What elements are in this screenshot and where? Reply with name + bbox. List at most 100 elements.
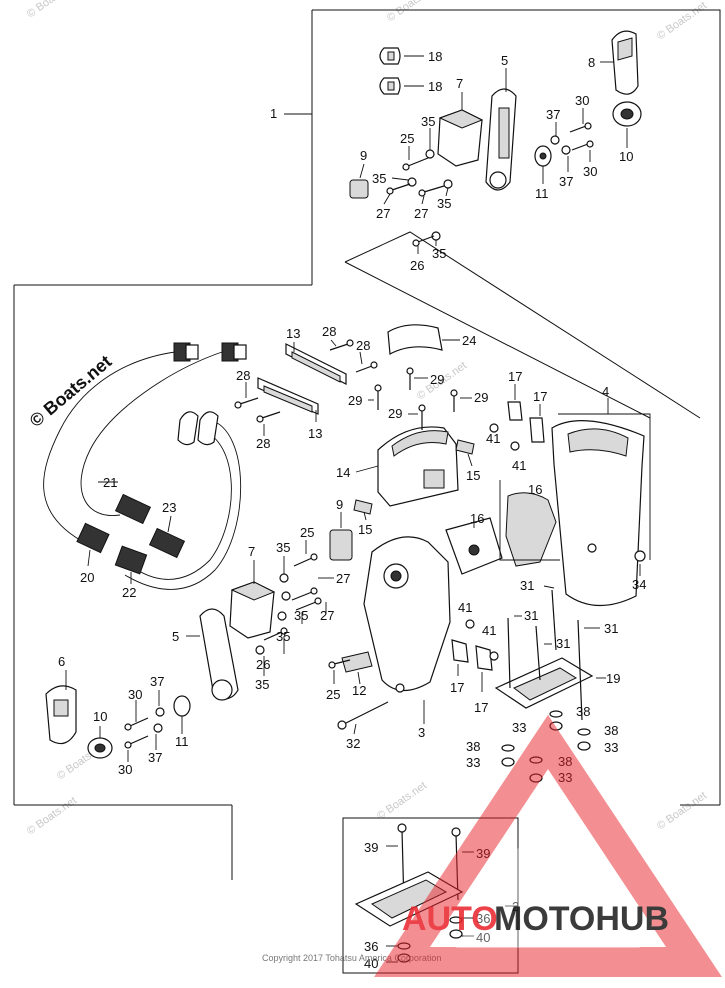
callout-label: 30 [575,93,589,108]
callout-label: 30 [118,762,132,777]
callout-label: 36 [364,939,378,954]
part-20-connector [76,522,110,567]
part-15-clips [353,439,475,521]
part-3-control-body [363,536,451,724]
callout-label: 39 [364,840,378,855]
callout-label: 23 [162,500,176,515]
callout-label: 12 [352,683,366,698]
callout-label: 25 [400,131,414,146]
part-32-bolt [337,701,389,735]
part-12-clip [341,651,373,685]
part-4-cover-right [551,398,651,607]
callout-label: 38 [576,704,590,719]
watermark-text: © Boats.net [375,780,429,823]
callout-label: 30 [128,687,142,702]
callout-label: 31 [604,621,618,636]
callout-label: 10 [93,709,107,724]
callout-label: 16 [528,482,542,497]
callout-label: 26 [256,657,270,672]
callout-label: 31 [524,608,538,623]
callout-label: 31 [556,636,570,651]
callout-label: 18 [428,49,442,64]
watermark-text: © Boats.net [655,0,709,42]
callout-label: 33 [512,720,526,735]
callout-label: 36 [476,911,490,926]
part-41-nuts [465,423,520,661]
watermark-text: © Boats.net [25,0,79,20]
callout-label: 35 [421,114,435,129]
part-21-harness [43,342,247,541]
part-23-connector [114,493,186,559]
callout-label: 38 [466,739,480,754]
callout-label: 28 [356,338,370,353]
automotohub-logo: AUTO MOTOHUB [374,714,722,977]
watermark-text: © Boats.net [25,795,79,838]
part-22-harness [114,411,242,590]
callout-label: 22 [122,585,136,600]
callout-label: 25 [300,525,314,540]
callout-label: 18 [428,79,442,94]
callout-label: 17 [508,369,522,384]
watermarks: © Boats.net © Boats.net © Boats.net © Bo… [25,0,709,837]
callout-label: 9 [336,497,343,512]
part-19-gasket [494,657,606,709]
part-9-cap-lower [329,512,353,561]
callout-label: 37 [150,674,164,689]
boats-net-label: © Boats.net [26,351,116,431]
callout-label: 13 [286,326,300,341]
part-31-bolts [507,585,600,721]
callout-label: 11 [175,734,189,749]
callout-label: 16 [470,511,484,526]
callout-label: 35 [432,246,446,261]
callout-label: 29 [474,390,488,405]
copyright-text: Copyright 2017 Tohatsu America Corporati… [262,953,441,963]
callout-label: 28 [256,436,270,451]
watermark-text: © Boats.net [655,790,709,833]
callout-label: 1 [270,106,277,121]
callout-label: 6 [58,654,65,669]
callout-label: 41 [458,600,472,615]
callout-label: 15 [466,468,480,483]
callout-label: 24 [462,333,476,348]
callout-label: 35 [276,629,290,644]
callout-label: 40 [476,930,490,945]
part-10-knob-upper [612,101,642,148]
callout-label: 4 [602,384,609,399]
callout-label: 35 [255,677,269,692]
callout-label: 27 [336,571,350,586]
callout-label: 17 [474,700,488,715]
part-14-housing [355,426,459,507]
callout-label: 8 [588,55,595,70]
callout-label: 29 [348,393,362,408]
callout-label: 35 [437,196,451,211]
callout-label: 40 [364,956,378,971]
callout-label: 26 [410,258,424,273]
callout-label: 7 [456,76,463,91]
part-11-bushing-upper [534,145,552,184]
callout-label: 32 [346,736,360,751]
assembly-frames [13,9,721,974]
callout-label: 13 [308,426,322,441]
callout-label: 3 [418,725,425,740]
callout-label: 35 [294,608,308,623]
callout-label: 17 [533,389,547,404]
part-17-brackets [451,384,545,692]
part-13-brackets [257,342,347,422]
logo-text-auto: AUTO [402,900,498,938]
part-5-lever-arm-upper [485,68,517,191]
part-16-plates [445,480,560,575]
callout-label: 21 [103,475,117,490]
callout-label: 28 [236,368,250,383]
callout-label: 5 [172,629,179,644]
callout-label: 15 [358,522,372,537]
callout-label: 37 [559,174,573,189]
callout-label: 35 [276,540,290,555]
upper-screws [383,108,594,254]
callout-label: 41 [512,458,526,473]
callout-label: 17 [450,680,464,695]
main-callouts: 13 28 28 24 28 29 17 4 29 29 17 29 41 28… [58,324,646,785]
callout-label: 7 [248,544,255,559]
callout-label: 19 [606,671,620,686]
callout-label: 28 [322,324,336,339]
lower-left-lever-parts [45,339,472,762]
